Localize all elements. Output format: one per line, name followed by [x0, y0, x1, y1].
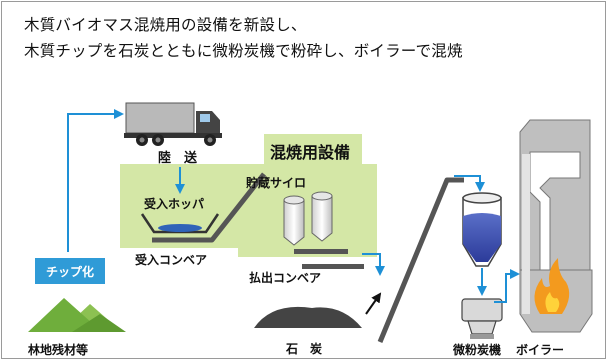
receiving-hopper-label: 受入ホッパ	[144, 196, 204, 211]
flame-icon	[534, 258, 570, 314]
receiving-conveyor	[152, 172, 266, 243]
coal-pile	[254, 306, 362, 328]
truck-label: 陸 送	[158, 150, 198, 166]
caption-line-1: 木質バイオマス混焼用の設備を新設し、	[24, 16, 307, 34]
forest-residue-label: 林地残材等	[28, 342, 88, 357]
forest-residue-icon	[28, 298, 126, 332]
caption: 木質バイオマス混焼用の設備を新設し、 木質チップを石炭とともに微粉炭機で粉砕し、…	[24, 12, 463, 64]
coal-conveyor	[377, 177, 464, 343]
boiler-label: ボイラー	[516, 342, 564, 357]
flow-arrow-conveyor-to-coal-line	[362, 253, 385, 276]
flow-arrow-chips-to-truck	[67, 109, 124, 252]
coal-bunker	[462, 192, 502, 267]
flow-arrow-pulverizer-to-boiler	[494, 269, 520, 303]
discharge-conveyor-label: 払出コンベア	[249, 270, 321, 285]
pulverizer-icon	[461, 298, 503, 339]
receiving-hopper	[140, 213, 220, 234]
storage-silo-label: 貯蔵サイロ	[246, 175, 306, 190]
flow-arrow-conveyor-to-bunker	[454, 175, 485, 192]
pulverizer-label: 微粉炭機	[452, 342, 501, 357]
flame-core-icon	[545, 292, 560, 312]
caption-line-2: 木質チップを石炭とともに微粉炭機で粉砕し、ボイラーで混焼	[24, 42, 463, 60]
discharge-conveyor-upper	[294, 249, 348, 254]
truck-icon	[124, 102, 222, 146]
process-diagram: 混焼用設備 陸 送 受入ホッパ 受入コンベア	[28, 102, 593, 357]
coal-label: 石 炭	[285, 341, 322, 356]
receiving-conveyor-label: 受入コンベア	[135, 252, 207, 267]
arrow-coal-up	[365, 292, 382, 315]
chip-badge-label: チップ化	[46, 264, 94, 279]
chip-badge	[35, 258, 105, 284]
discharge-conveyor-lower	[302, 264, 364, 269]
storage-silo	[283, 191, 333, 246]
cofiring-area-label: 混焼用設備	[270, 143, 350, 162]
